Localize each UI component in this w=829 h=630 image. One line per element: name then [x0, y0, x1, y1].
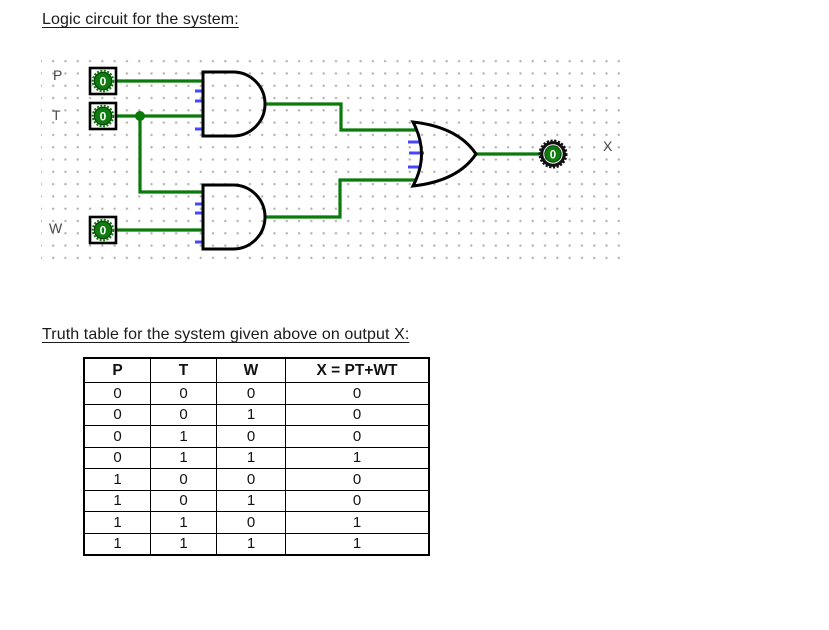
wire-and2-to-or — [264, 178, 417, 219]
toggle-p-value: 0 — [100, 75, 107, 89]
cell: 1 — [216, 532, 286, 556]
table-row: 0 0 0 0 — [83, 382, 430, 405]
cell: 1 — [216, 446, 286, 469]
cell: 0 — [150, 403, 217, 426]
table-row: 1 0 1 0 — [83, 489, 430, 512]
cell: 1 — [285, 511, 430, 534]
cell: 1 — [83, 532, 151, 556]
input-toggle-p: 0 — [88, 66, 118, 96]
table-row: 1 0 0 0 — [83, 468, 430, 491]
cell: 0 — [285, 468, 430, 491]
cell: 0 — [150, 468, 217, 491]
truth-table-header-row: P T W X = PT+WT — [83, 357, 430, 383]
wire-and1-to-or — [264, 102, 417, 132]
wires — [116, 79, 542, 232]
and-gate-1 — [195, 70, 267, 138]
header-p: P — [83, 357, 151, 383]
cell: 1 — [150, 532, 217, 556]
cell: 1 — [216, 489, 286, 512]
header-w: W — [216, 357, 286, 383]
cell: 0 — [83, 382, 151, 405]
toggle-w-value: 0 — [100, 224, 107, 238]
cell: 0 — [216, 382, 286, 405]
cell: 0 — [83, 425, 151, 448]
toggle-t-value: 0 — [100, 110, 107, 124]
cell: 1 — [83, 468, 151, 491]
cell: 0 — [285, 489, 430, 512]
or-gate — [408, 120, 478, 188]
cell: 1 — [216, 403, 286, 426]
cell: 1 — [150, 446, 217, 469]
table-row: 0 0 1 0 — [83, 403, 430, 426]
schematic-grid — [41, 51, 622, 268]
cell: 0 — [285, 403, 430, 426]
cell: 0 — [150, 489, 217, 512]
table-row: 0 1 0 0 — [83, 425, 430, 448]
label-input-w: W — [49, 220, 63, 236]
cell: 1 — [285, 532, 430, 556]
pin-labels: P T W X — [49, 67, 613, 236]
cell: 0 — [285, 382, 430, 405]
input-toggle-t: 0 — [88, 101, 118, 131]
cell: 1 — [83, 511, 151, 534]
cell: 0 — [216, 425, 286, 448]
table-row: 1 1 1 1 — [83, 532, 430, 556]
wire-junction-dot — [135, 111, 145, 121]
label-input-t: T — [52, 107, 61, 123]
cell: 1 — [150, 425, 217, 448]
header-x-expression: X = PT+WT — [285, 357, 430, 383]
cell: 1 — [285, 446, 430, 469]
circuit-section-title: Logic circuit for the system: — [42, 11, 239, 28]
cell: 0 — [83, 446, 151, 469]
table-row: 0 1 1 1 — [83, 446, 430, 469]
cell: 0 — [150, 382, 217, 405]
cell: 0 — [216, 468, 286, 491]
cell: 0 — [83, 403, 151, 426]
truth-table-section-title: Truth table for the system given above o… — [42, 326, 410, 343]
header-t: T — [150, 357, 217, 383]
cell: 1 — [150, 511, 217, 534]
table-row: 1 1 0 1 — [83, 511, 430, 534]
cell: 1 — [83, 489, 151, 512]
cell: 0 — [285, 425, 430, 448]
truth-table: P T W X = PT+WT 0 0 0 0 0 0 1 0 0 1 — [83, 357, 430, 556]
led-x-value: 0 — [550, 150, 556, 162]
output-led-x: 0 — [538, 139, 568, 169]
cell: 0 — [216, 511, 286, 534]
wire-t-branch-to-and2 — [138, 116, 203, 194]
label-output-x: X — [603, 138, 613, 154]
input-toggle-w: 0 — [88, 215, 118, 245]
and-gate-2 — [195, 183, 267, 251]
label-input-p: P — [53, 67, 62, 83]
